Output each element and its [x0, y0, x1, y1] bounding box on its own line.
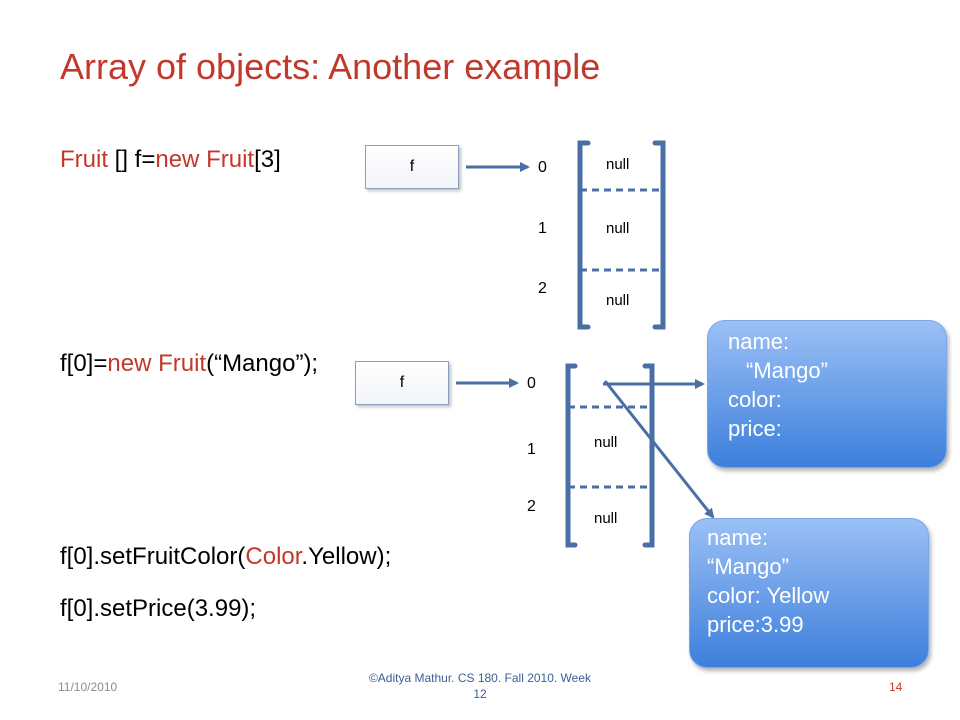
code-line-3: f[0].setFruitColor(Color.Yellow); [60, 543, 391, 571]
page-number: 14 [889, 680, 903, 694]
object-field: price: [728, 416, 782, 441]
code-keyword-new: new [107, 350, 152, 377]
code-text: (“Mango”); [206, 350, 319, 377]
code-keyword-new: new [155, 146, 200, 173]
array-index: 2 [527, 498, 536, 515]
fruit-object-1: name: “Mango” color: price: [707, 320, 947, 468]
object-field: price:3.99 [707, 612, 804, 637]
code-line-2: f[0]=new Fruit(“Mango”); [60, 350, 318, 378]
slot-0-to-object-2-arrow [603, 380, 715, 519]
object-field: “Mango” [746, 358, 828, 383]
object-field: color: [728, 387, 782, 412]
code-text: f[0].setFruitColor( [60, 543, 246, 570]
footer-date: 11/10/2010 [58, 680, 118, 694]
array-cell-value: null [606, 156, 630, 173]
array-index: 0 [538, 159, 547, 176]
object-field: “Mango” [707, 554, 789, 579]
array-cell-value: null [606, 292, 630, 309]
array-index: 1 [538, 220, 547, 237]
array-cell-value: null [594, 434, 618, 451]
array-2-right-bracket [642, 363, 655, 548]
code-type: Fruit [158, 350, 207, 377]
reference-f-label: f [409, 158, 415, 175]
array-cell-value: null [594, 510, 618, 527]
object-field: color: Yellow [707, 583, 830, 608]
array-index: 0 [527, 375, 536, 392]
reference-f-box: f [365, 145, 459, 189]
code-line-1: Fruit [] f=new Fruit[3] [60, 146, 281, 174]
array-1-left-bracket [577, 140, 591, 330]
code-text: .Yellow); [301, 543, 392, 570]
footer-credit: ©Aditya Mathur. CS 180. Fall 2010. Week … [330, 670, 630, 702]
array-1-right-bracket [652, 140, 666, 330]
code-type: Fruit [206, 146, 255, 173]
code-text: [] f= [108, 146, 156, 173]
reference-f-label: f [399, 374, 405, 391]
footer-credit-line: 12 [473, 687, 487, 701]
array-cell-value: null [606, 220, 630, 237]
code-text: [3] [254, 146, 281, 173]
code-text: f[0]= [60, 350, 108, 377]
footer-credit-line: ©Aditya Mathur. CS 180. Fall 2010. Week [368, 671, 592, 685]
array-index: 2 [538, 280, 547, 297]
fruit-object-2: name: “Mango” color: Yellow price:3.99 [689, 518, 929, 668]
code-line-4: f[0].setPrice(3.99); [60, 595, 257, 622]
object-field: name: [728, 329, 790, 354]
code-keyword-color: Color [245, 543, 302, 570]
array-index: 1 [527, 441, 536, 458]
reference-f-box: f [355, 361, 449, 405]
code-type: Fruit [60, 146, 108, 173]
array-2-left-bracket [565, 363, 578, 548]
object-field: name: [707, 525, 769, 550]
slide-title: Array of objects: Another example [60, 46, 601, 87]
